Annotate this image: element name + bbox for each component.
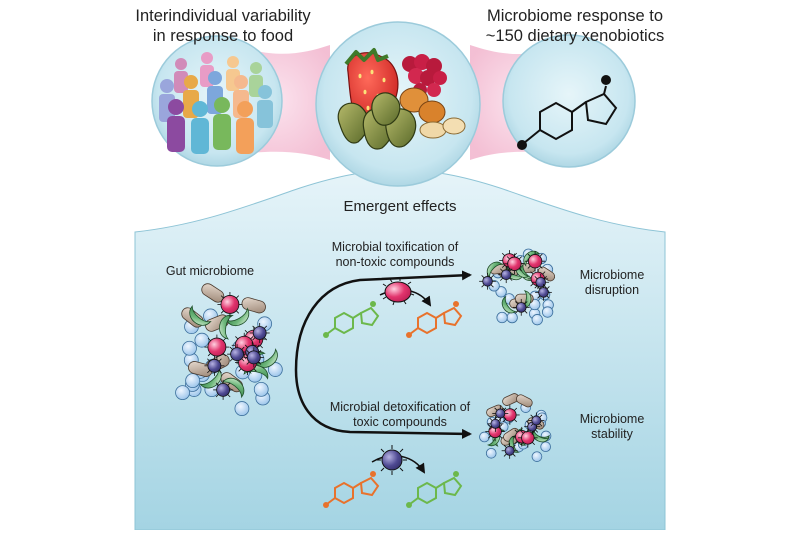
blue-microbe-icon — [182, 340, 197, 356]
raspberry-icon — [402, 54, 447, 97]
people-icon — [159, 52, 273, 154]
blue-microbe-icon — [234, 401, 250, 416]
non-toxic-compound-icon — [406, 471, 463, 508]
purple-microbe-icon — [512, 298, 530, 316]
green-microbe-icon — [189, 304, 212, 326]
blue-microbe-icon — [540, 441, 551, 453]
purple-microbe-icon — [479, 272, 496, 290]
purple-microbe-icon — [243, 347, 264, 368]
molecule-icon — [517, 75, 618, 150]
pumpkin-seed-icon — [337, 92, 417, 150]
nut-icon — [419, 121, 447, 139]
blue-microbe-icon — [194, 332, 210, 348]
purple-microbe-icon — [528, 412, 545, 429]
green-microbe-icon — [219, 314, 234, 340]
pink-microbe-icon — [217, 291, 243, 317]
stable-microbiome-cluster — [479, 393, 552, 462]
green-microbe-icon — [523, 250, 541, 267]
pink-microbe-icon — [204, 334, 230, 360]
green-microbe-icon — [199, 367, 222, 389]
purple-microbe-icon — [487, 415, 504, 432]
apricot-icon — [418, 100, 446, 124]
emergent-effects-label: Emergent effects — [343, 198, 457, 215]
blue-microbe-icon — [506, 311, 518, 324]
toxic-compound-icon — [323, 471, 380, 508]
blue-microbe-icon — [485, 447, 497, 459]
xenobiotics-caption: Microbiome response to ~150 dietary xeno… — [485, 7, 665, 45]
detoxification-arrow — [294, 369, 472, 439]
gut-microbiome-label: Gut microbiome — [165, 264, 255, 278]
purple-microbe-icon — [535, 283, 552, 301]
blue-microbe-icon — [253, 381, 269, 397]
purple-microbe-icon — [213, 379, 234, 400]
blue-microbe-icon — [267, 362, 283, 377]
nut-icon — [442, 117, 466, 135]
toxic-compound-icon — [406, 301, 463, 338]
toxification-label: Microbial toxification of non-toxic comp… — [331, 240, 459, 269]
blue-microbe-icon — [541, 306, 554, 318]
green-microbe-icon — [486, 261, 504, 279]
pink-microbe-icon — [382, 278, 415, 306]
purple-microbe-icon — [501, 442, 518, 459]
blue-microbe-icon — [175, 385, 190, 401]
food-icon — [337, 48, 466, 150]
microbiome-disruption-label: Microbiome disruption — [579, 268, 645, 297]
disrupted-microbiome-cluster — [479, 248, 556, 326]
microbiome-stability-label: Microbiome stability — [579, 412, 645, 441]
blue-microbe-icon — [185, 373, 201, 389]
blue-microbe-icon — [479, 431, 490, 443]
blue-microbe-icon — [496, 311, 508, 324]
pink-microbe-icon — [524, 250, 546, 272]
gut-microbiome-cluster — [175, 283, 283, 416]
rod-microbe-icon — [515, 394, 533, 408]
blue-microbe-icon — [531, 314, 543, 326]
purple-microbe-icon — [492, 405, 509, 422]
purple-microbe-icon — [204, 355, 225, 376]
purple-microbe-icon — [227, 344, 248, 365]
purple-microbe-icon — [377, 445, 407, 475]
green-microbe-icon — [501, 295, 517, 314]
non-toxic-compound-icon — [323, 301, 380, 338]
toxification-arrow — [294, 270, 472, 371]
detoxification-label: Microbial detoxification of toxic compou… — [329, 400, 471, 429]
purple-microbe-icon — [249, 322, 270, 343]
pink-microbe-icon — [518, 428, 538, 448]
purple-microbe-icon — [497, 266, 515, 284]
people-caption: Interindividual variability in response … — [135, 7, 311, 45]
blue-microbe-icon — [531, 451, 543, 462]
